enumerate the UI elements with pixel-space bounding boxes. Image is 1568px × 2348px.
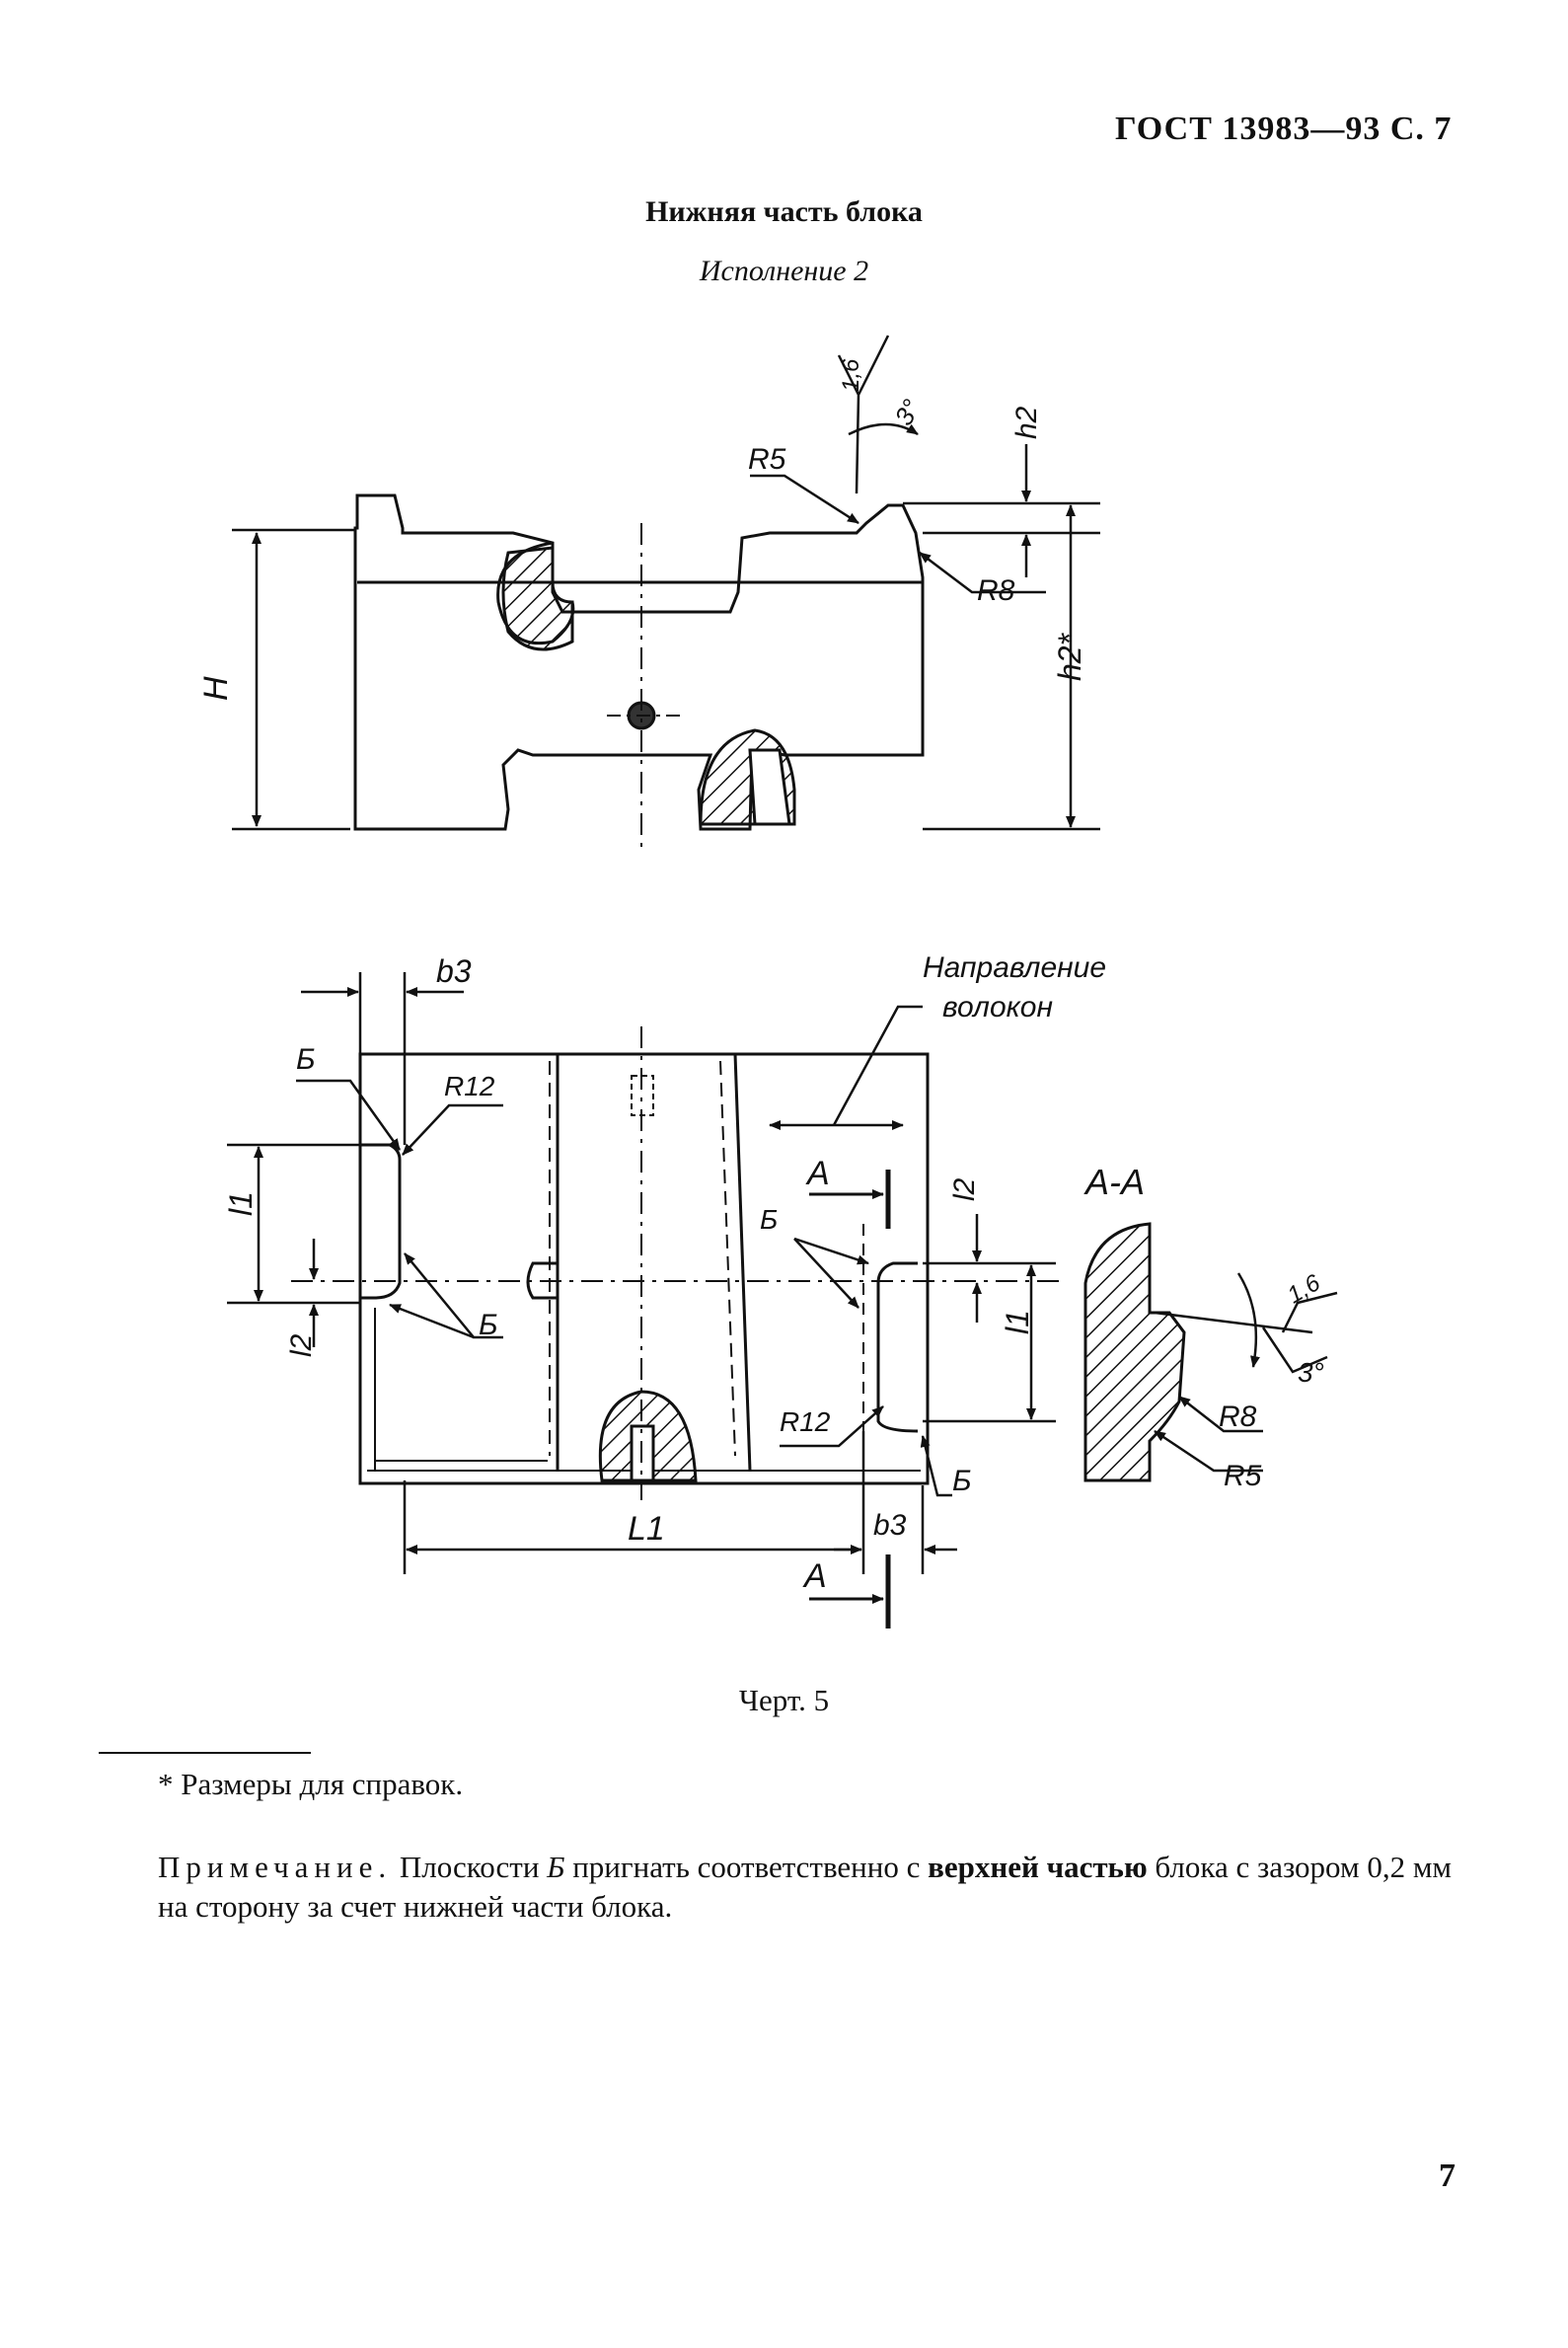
bottom-hole [748,748,791,826]
label-h2: h2 [1010,406,1043,439]
note-paragraph: Примечание. Плоскости Б пригнать соответ… [158,1848,1470,1927]
right-groove-line [733,1053,752,1472]
dimension-H [232,528,355,831]
label-B-left: Б [296,1043,316,1076]
fiber-direction [769,1005,923,1130]
page-subtitle: Исполнение 2 [699,255,869,287]
page-number: 7 [1439,2158,1456,2194]
page-title: Нижняя часть блока [645,195,923,228]
dimension-b3-top [301,972,464,1145]
plan-view [291,1026,1066,1500]
section-markers [809,1170,891,1628]
dimension-L1 [403,1431,957,1574]
label-H: H [197,676,235,701]
dimension-h2 [903,444,1100,831]
label-direction-2: волокон [942,991,1053,1023]
label-L1: L1 [628,1510,665,1548]
label-R5-top: R5 [748,443,786,476]
label-B-right: Б [760,1204,778,1235]
label-angle-AA: 3° [1298,1357,1324,1388]
page-header: ГОСТ 13983—93 С. 7 [1115,111,1453,147]
note-lead: Примечание. [158,1850,393,1884]
section-AA-dims [1154,1272,1338,1473]
label-R12-right: R12 [780,1406,831,1437]
label-R8-top: R8 [977,574,1015,607]
label-l1-left: l1 [223,1191,259,1216]
radius-leaders-top [750,335,1046,594]
label-direction-1: Направление [923,951,1106,984]
block-outline [353,493,925,831]
plan-outline [358,1052,930,1485]
figure-caption: Черт. 5 [738,1683,830,1717]
note-plane: Б [547,1850,565,1884]
technical-drawing: H h2 h2* R5 R8 1,6 3° [197,335,1338,1628]
label-R12-left: R12 [444,1071,495,1101]
footnote: * Размеры для справок. [158,1767,464,1801]
label-l2-left: l2 [285,1333,318,1357]
note-bold: верхней частью [928,1850,1148,1884]
right-pocket [876,1261,919,1433]
note-text-3: блока с зазором 0,2 мм на сторону за сче… [158,1850,1453,1924]
label-l1-right: l1 [1000,1310,1035,1334]
label-roughness-top: 1,6 [838,358,864,392]
label-l2-right: l2 [948,1177,981,1201]
label-R8-AA: R8 [1219,1401,1257,1433]
label-R5-AA: R5 [1224,1460,1262,1492]
label-b3-bottom: b3 [873,1509,907,1542]
label-A-bottom: A [802,1557,827,1595]
label-section-AA: A-A [1083,1162,1145,1202]
dimension-l1-left [227,1143,360,1347]
label-B-left-2: Б [479,1309,498,1341]
label-A-top: A [805,1155,830,1192]
label-h2-star: h2* [1052,632,1087,681]
front-view [353,493,925,854]
left-pocket [360,1143,402,1300]
label-b3-top: b3 [436,953,472,989]
note-text-2: пригнать соответственно с [564,1850,929,1884]
label-roughness-AA: 1,6 [1283,1269,1325,1309]
label-B-right-2: Б [952,1465,972,1497]
footnote-rule [99,1752,311,1754]
leaders-right [780,1214,1056,1497]
leaders-left [296,1079,503,1339]
hatched-section-top [501,546,574,651]
note-text-1: Плоскости [392,1850,548,1884]
